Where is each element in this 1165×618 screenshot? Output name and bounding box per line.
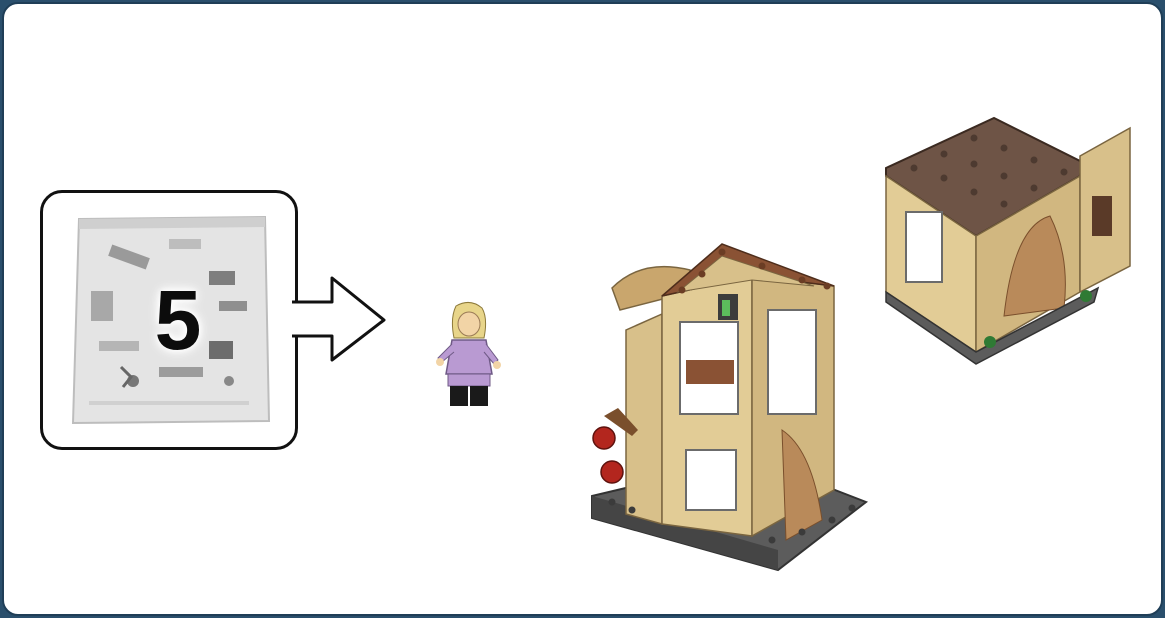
parts-bag-callout: 5 [40,190,298,450]
bag-number: 5 [143,275,213,365]
house-model [884,116,1134,366]
arrow-right-icon [290,276,390,366]
tower-model [582,240,872,580]
minifigure [432,300,506,412]
